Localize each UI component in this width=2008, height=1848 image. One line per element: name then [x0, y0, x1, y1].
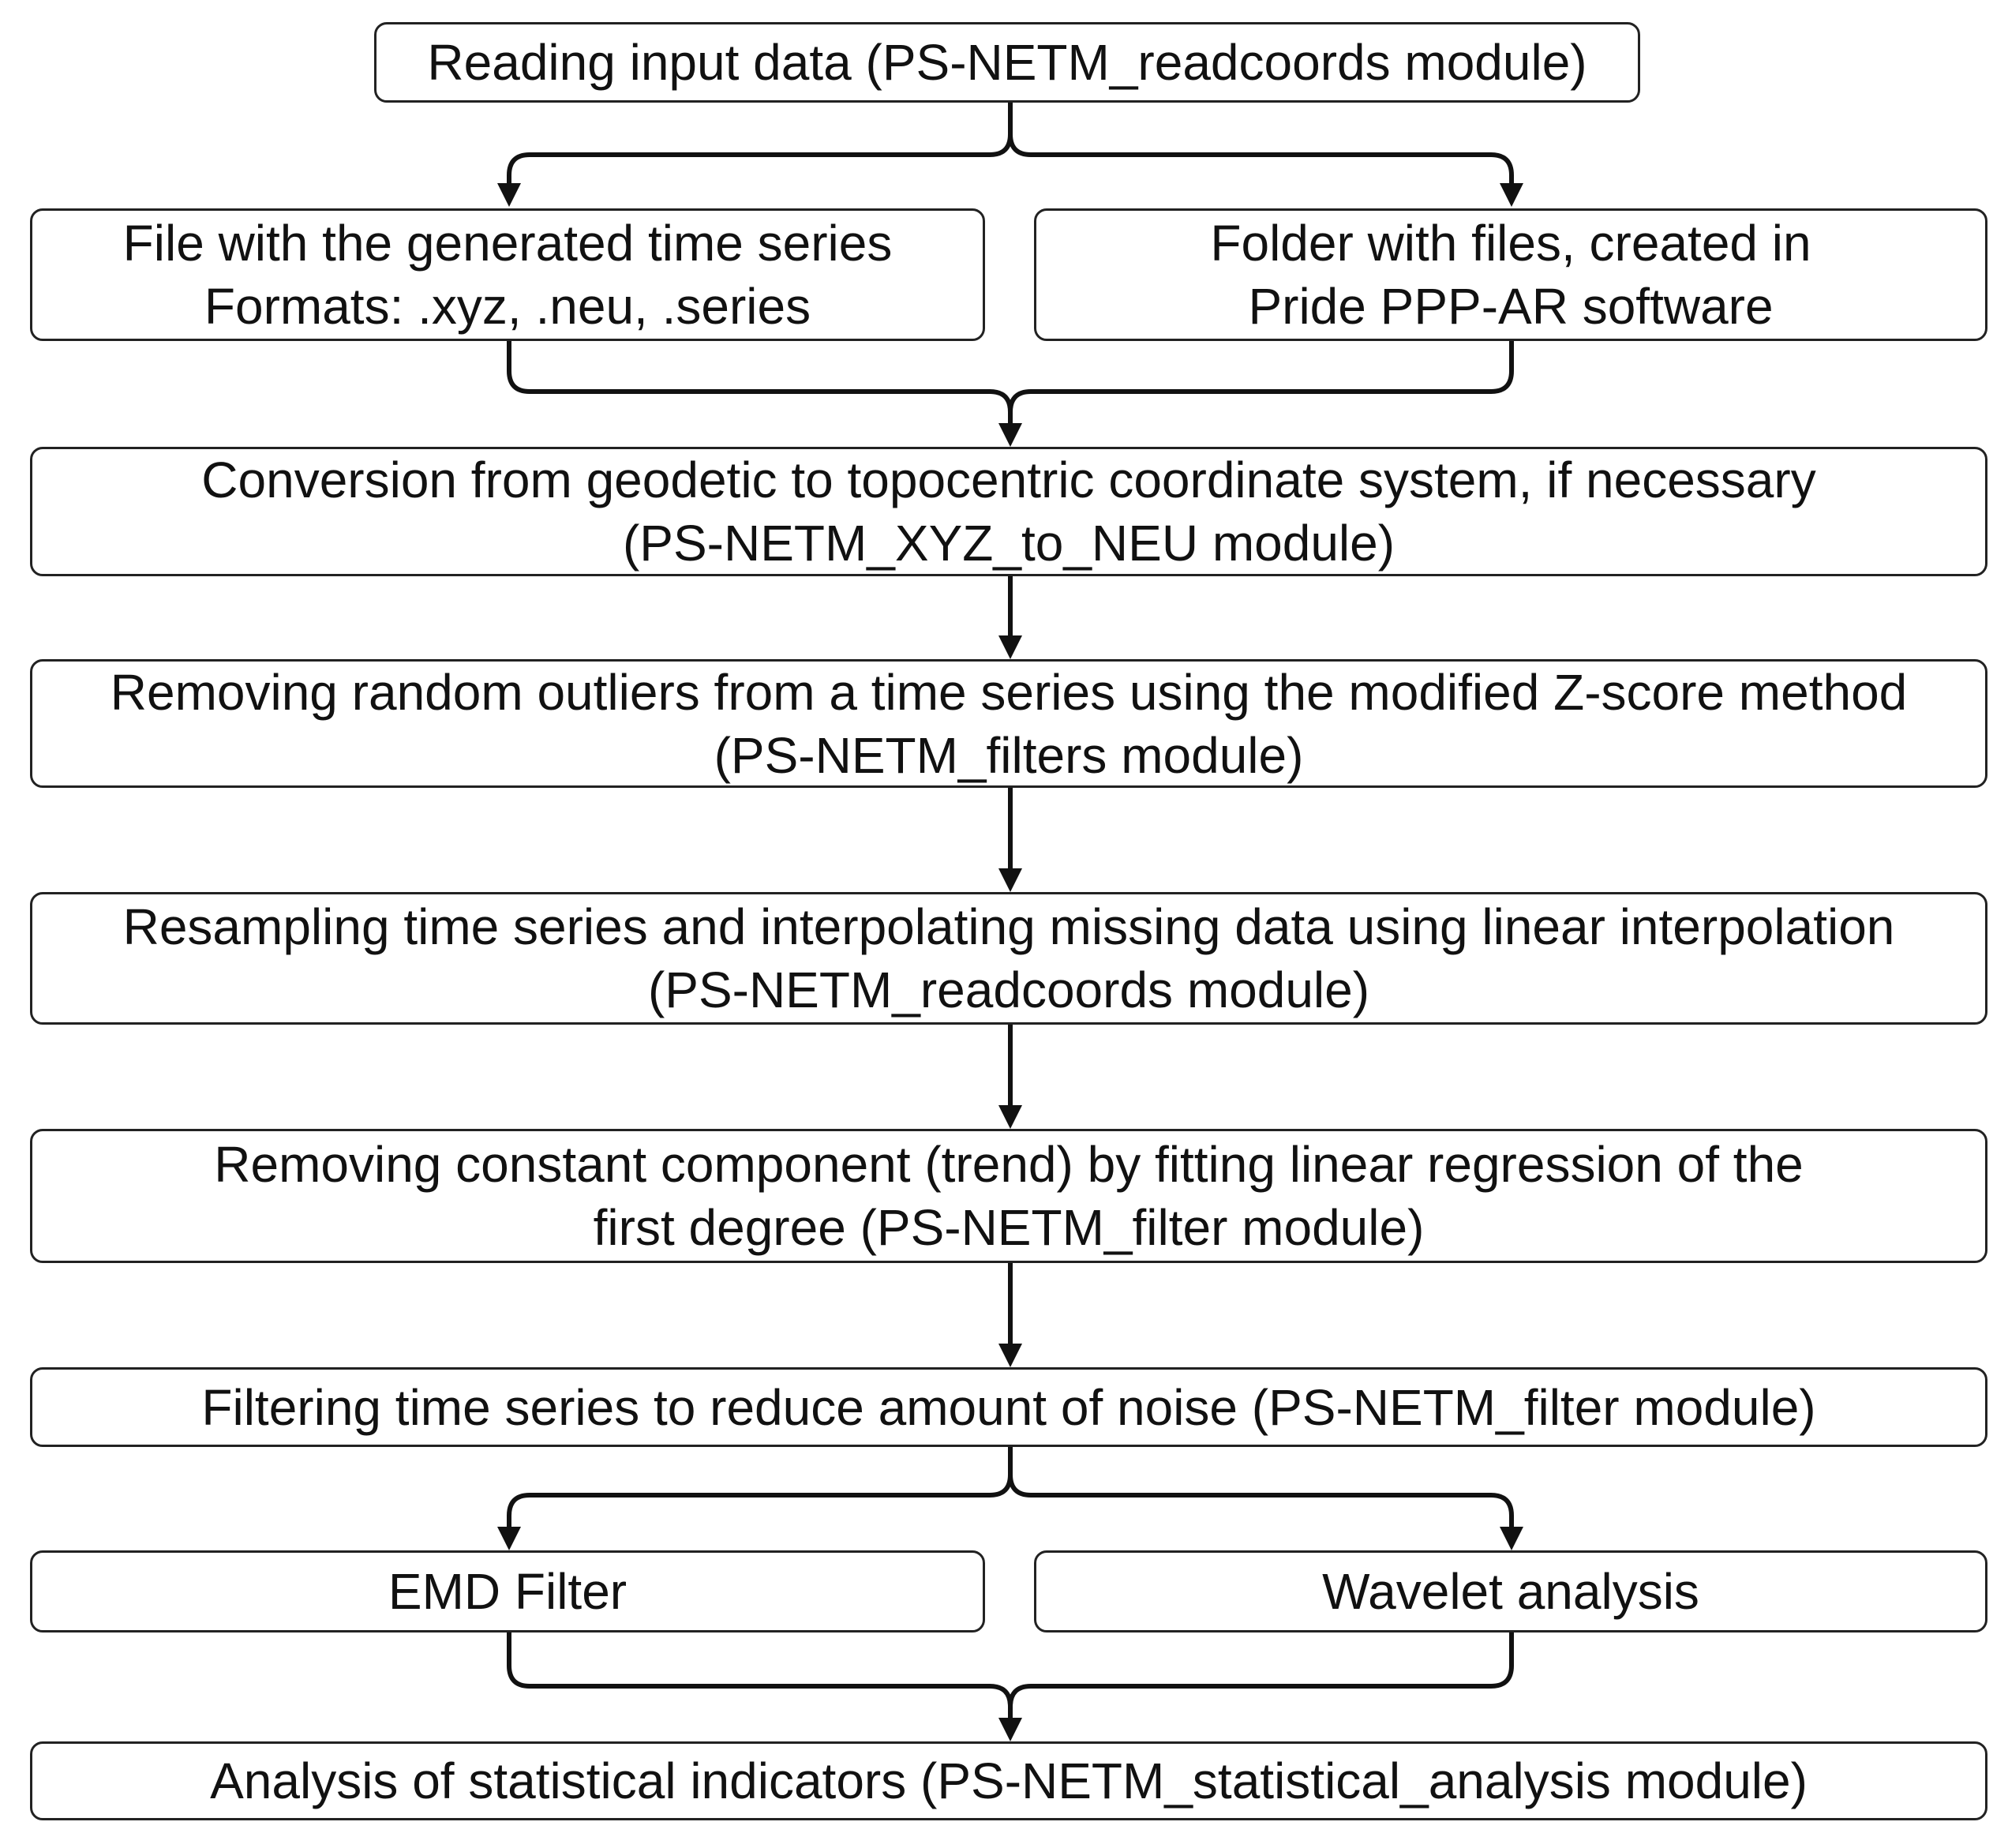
statistics-node: Analysis of statistical indicators (PS-N…	[30, 1741, 1987, 1820]
source-file-line1: File with the generated time series	[122, 215, 893, 272]
split-arrow-emd	[507, 1445, 1013, 1537]
source-folder-node: Folder with files, created in Pride PPP-…	[1034, 208, 1987, 341]
input-node: Reading input data (PS-NETM_readcoords m…	[374, 22, 1640, 103]
arrowhead-left	[497, 183, 521, 207]
filtering-node: Filtering time series to reduce amount o…	[30, 1367, 1987, 1447]
outliers-line1: Removing random outliers from a time ser…	[110, 663, 1908, 721]
emd-filter-text: EMD Filter	[388, 1563, 628, 1620]
resampling-line1: Resampling time series and interpolating…	[122, 898, 1895, 955]
filtering-text: Filtering time series to reduce amount o…	[201, 1378, 1816, 1436]
statistics-text: Analysis of statistical indicators (PS-N…	[210, 1752, 1808, 1809]
source-folder-line1: Folder with files, created in	[1210, 215, 1811, 272]
wavelet-text: Wavelet analysis	[1322, 1563, 1699, 1620]
split-arrow-left	[507, 100, 1013, 195]
split-arrow-wavelet	[1008, 1445, 1514, 1537]
resampling-node: Resampling time series and interpolating…	[30, 892, 1987, 1025]
arrowhead-right	[1500, 183, 1523, 207]
conversion-line1: Conversion from geodetic to topocentric …	[201, 452, 1816, 508]
source-file-line2: Formats: .xyz, .neu, .series	[204, 278, 811, 335]
trend-line2: first degree (PS-NETM_filter module)	[593, 1199, 1425, 1256]
resampling-line2: (PS-NETM_readcoords module)	[647, 961, 1370, 1018]
conversion-node: Conversion from geodetic to topocentric …	[30, 447, 1987, 576]
trend-line1: Removing constant component (trend) by f…	[214, 1136, 1804, 1193]
split-arrow-right	[1008, 100, 1514, 195]
input-node-text: Reading input data (PS-NETM_readcoords m…	[427, 34, 1587, 91]
source-file-node: File with the generated time series Form…	[30, 208, 985, 341]
source-folder-line2: Pride PPP-AR software	[1248, 278, 1774, 335]
wavelet-node: Wavelet analysis	[1034, 1550, 1987, 1632]
merge-arrow-statistics	[507, 1630, 1013, 1726]
emd-filter-node: EMD Filter	[30, 1550, 985, 1632]
merge-arrow	[507, 339, 1013, 435]
arrowhead-merge	[998, 423, 1022, 447]
conversion-line2: (PS-NETM_XYZ_to_NEU module)	[622, 515, 1395, 572]
trend-node: Removing constant component (trend) by f…	[30, 1129, 1987, 1263]
outliers-line2: (PS-NETM_filters module)	[714, 726, 1304, 784]
outliers-node: Removing random outliers from a time ser…	[30, 659, 1987, 788]
